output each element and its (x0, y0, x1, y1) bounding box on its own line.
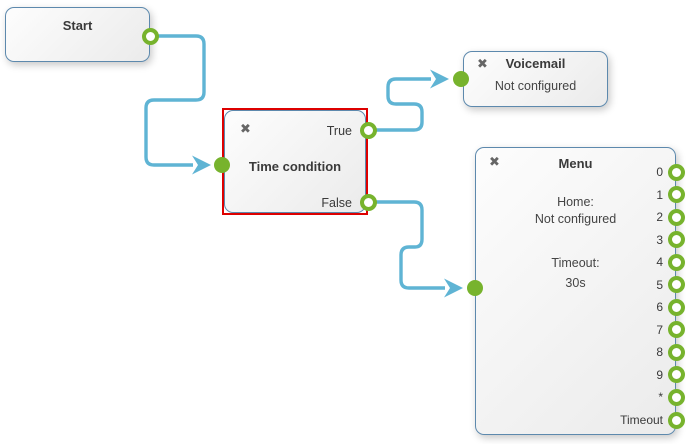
menu-port-8: 8 (656, 343, 685, 361)
menu-home-label: Home: (557, 195, 594, 209)
output-label-true: True (326, 124, 352, 138)
menu-port-5: 5 (656, 276, 685, 293)
port-menu-output-8[interactable] (668, 343, 685, 361)
menu-timeout-value: 30s (565, 276, 586, 290)
menu-port-3: 3 (656, 231, 685, 248)
port-time-condition-input[interactable] (214, 157, 230, 173)
menu-home-value: Not configured (534, 212, 617, 226)
node-time-condition-title: Time condition (248, 159, 342, 174)
node-start[interactable]: Start (5, 7, 150, 62)
menu-port-label: Timeout (620, 413, 663, 427)
node-menu-title: Menu (558, 156, 593, 171)
menu-port-label: 2 (656, 210, 663, 224)
menu-port-label: * (658, 390, 663, 404)
arrowhead-menu[interactable] (444, 278, 463, 298)
menu-port-timeout: Timeout (620, 411, 685, 429)
menu-port-label: 4 (656, 255, 663, 269)
port-menu-output-6[interactable] (668, 298, 685, 316)
close-icon[interactable]: ✖ (240, 121, 251, 136)
port-menu-output-star[interactable] (668, 388, 685, 406)
menu-port-label: 8 (656, 345, 663, 359)
port-menu-output-7[interactable] (668, 321, 685, 338)
port-menu-output-5[interactable] (668, 276, 685, 293)
menu-port-1: 1 (656, 186, 685, 203)
menu-port-star: * (658, 388, 685, 406)
port-menu-output-2[interactable] (668, 208, 685, 226)
menu-port-9: 9 (656, 366, 685, 383)
wire-false-to-menu[interactable] (368, 200, 445, 290)
node-start-title: Start (62, 18, 93, 33)
menu-port-label: 1 (656, 187, 663, 202)
output-label-false: False (321, 196, 352, 210)
menu-port-label: 6 (656, 300, 663, 314)
port-false-output[interactable] (359, 193, 377, 211)
menu-port-label: 3 (656, 232, 663, 247)
menu-port-6: 6 (656, 298, 685, 316)
menu-port-7: 7 (656, 321, 685, 338)
close-icon[interactable]: ✖ (489, 154, 500, 169)
port-menu-output-9[interactable] (668, 366, 685, 383)
port-menu-output-4[interactable] (668, 253, 685, 271)
menu-port-4: 4 (656, 253, 685, 271)
node-voicemail-title: Voicemail (505, 56, 566, 71)
arrowhead-voicemail[interactable] (430, 69, 449, 89)
port-menu-output-3[interactable] (668, 231, 685, 248)
node-voicemail[interactable]: ✖ Voicemail Not configured (463, 51, 608, 107)
port-menu-input[interactable] (467, 280, 483, 296)
node-time-condition[interactable]: ✖ Time condition True False (224, 110, 366, 213)
menu-port-2: 2 (656, 208, 685, 226)
close-icon[interactable]: ✖ (477, 56, 488, 71)
node-menu[interactable]: ✖ Menu Home: Not configured Timeout: 30s (475, 147, 676, 435)
menu-port-label: 7 (656, 322, 663, 337)
port-menu-output-timeout[interactable] (668, 411, 685, 429)
menu-port-label: 5 (656, 277, 663, 292)
menu-port-0: 0 (656, 163, 685, 181)
port-menu-output-1[interactable] (668, 186, 685, 203)
port-menu-output-0[interactable] (668, 163, 685, 181)
menu-port-label: 9 (656, 367, 663, 382)
arrowhead-timecondition[interactable] (192, 155, 211, 175)
menu-timeout-label: Timeout: (551, 256, 600, 270)
wire-start-to-timecondition[interactable] (144, 34, 206, 167)
menu-port-label: 0 (656, 165, 663, 179)
port-true-output[interactable] (359, 121, 377, 139)
port-start-output[interactable] (141, 27, 159, 45)
wire-true-to-voicemail[interactable] (368, 77, 431, 132)
port-voicemail-input[interactable] (453, 71, 469, 87)
node-voicemail-status: Not configured (494, 79, 577, 93)
